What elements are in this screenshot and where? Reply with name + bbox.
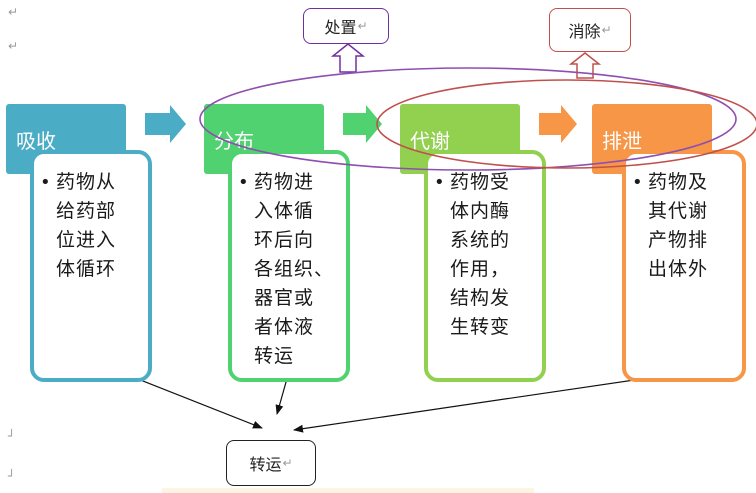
elimination-box: 消除↵: [549, 8, 631, 52]
transport-label: 转运: [249, 455, 282, 474]
transport-box: 转运↵: [226, 440, 316, 486]
stage-description-metabolism: 药物受 体内酶 系统的 作用， 结构发 生转变: [434, 168, 542, 342]
stage-card-distribution: 药物进 入体循 环后向 各组织、 器官或 者体液 转运: [228, 150, 350, 382]
return-mark: ↵: [282, 456, 293, 470]
elimination-label: 消除: [568, 22, 601, 41]
return-mark: ↵: [601, 23, 612, 37]
stage-description-distribution: 药物进 入体循 环后向 各组织、 器官或 者体液 转运: [238, 168, 346, 371]
disposal-box: 处置↵: [303, 8, 389, 44]
up-arrow-elimination: [568, 52, 602, 79]
bottom-highlight: [162, 488, 534, 493]
paragraph-mark: ↵: [8, 5, 19, 19]
corner-mark: ┘: [8, 469, 16, 483]
stage-card-excretion: 药物及 其代谢 产物排 出体外: [622, 150, 746, 382]
stage-description-excretion: 药物及 其代谢 产物排 出体外: [632, 168, 742, 284]
flow-arrow-2: [343, 105, 382, 143]
stage-card-metabolism: 药物受 体内酶 系统的 作用， 结构发 生转变: [424, 150, 546, 382]
flow-arrow-1: [145, 105, 186, 143]
stage-title-absorption: 吸收: [16, 128, 56, 153]
corner-mark: ┘: [8, 429, 16, 443]
disposal-label: 处置: [324, 18, 357, 37]
return-mark: ↵: [357, 19, 368, 33]
stage-description-absorption: 药物从 给药部 位进入 体循环: [40, 168, 148, 284]
flow-arrow-3: [539, 105, 577, 143]
paragraph-mark: ↵: [8, 39, 19, 53]
stage-card-absorption: 药物从 给药部 位进入 体循环: [30, 150, 152, 382]
up-arrow-disposal: [330, 43, 366, 73]
